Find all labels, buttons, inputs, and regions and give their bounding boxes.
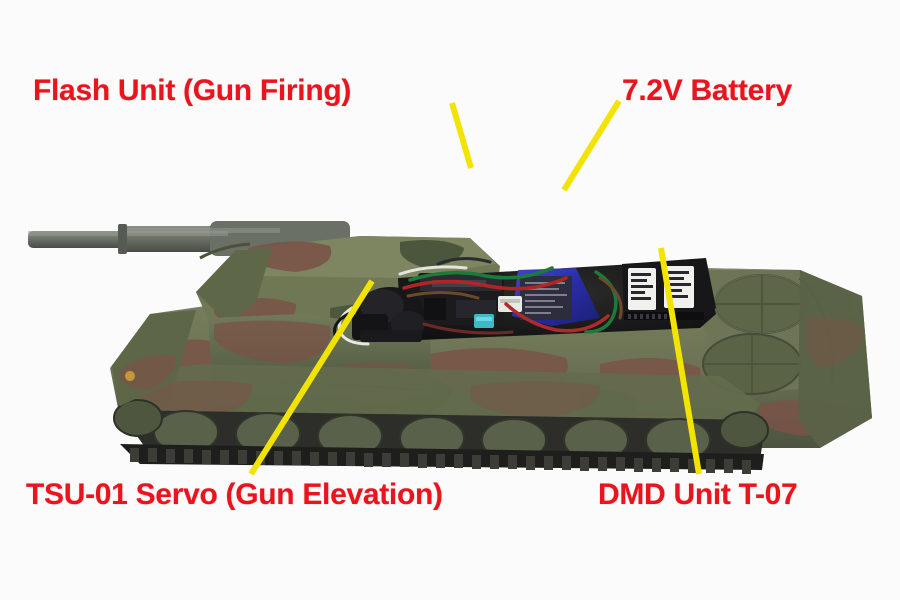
annotation-label-dmd-unit: DMD Unit T-07 bbox=[598, 478, 798, 511]
wiring-harness bbox=[333, 257, 623, 346]
annotation-label-flash-unit: Flash Unit (Gun Firing) bbox=[33, 74, 352, 107]
teal-connector bbox=[474, 314, 494, 328]
annotation-label-battery: 7.2V Battery bbox=[622, 74, 792, 107]
battery-pack bbox=[498, 268, 600, 326]
tank-photograph bbox=[0, 118, 900, 478]
headlight bbox=[125, 371, 135, 381]
annotation-label-tsu-servo: TSU-01 Servo (Gun Elevation) bbox=[26, 478, 443, 511]
dmd-unit bbox=[622, 258, 716, 320]
